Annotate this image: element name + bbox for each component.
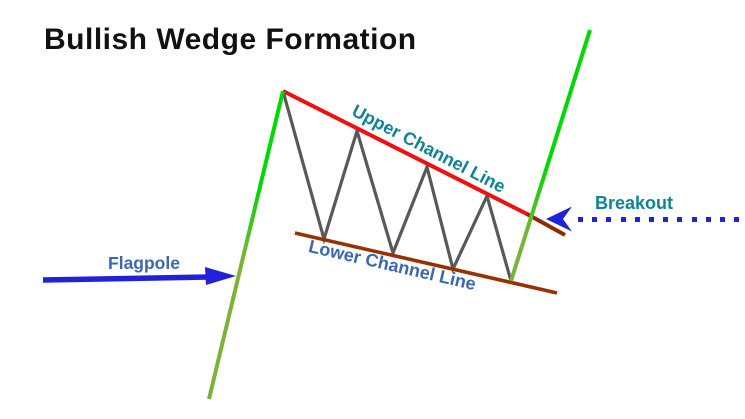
breakout-arrow-head-icon: [546, 206, 572, 232]
breakout-dot: [706, 217, 711, 222]
breakout-label: Breakout: [595, 193, 673, 213]
flagpole-arrow-head-icon: [205, 267, 236, 285]
breakout-dot: [720, 217, 725, 222]
breakout-dot: [677, 217, 682, 222]
breakout-dot: [734, 217, 739, 222]
lower-channel-line: [294, 231, 558, 295]
breakout-dot: [663, 217, 668, 222]
breakout-dot: [606, 217, 611, 222]
zigzag-price-line: [281, 90, 513, 282]
breakout-dot: [635, 217, 640, 222]
breakout-dot: [621, 217, 626, 222]
upper-channel-line: [282, 89, 534, 219]
breakout-line: [509, 29, 592, 282]
breakout-arrow-icon: [546, 206, 739, 232]
page-title: Bullish Wedge Formation: [44, 23, 417, 56]
flagpole-arrow-icon: [42, 267, 236, 285]
flagpole-arrow-shaft: [42, 274, 210, 283]
breakout-dot: [578, 217, 583, 222]
breakout-dot: [692, 217, 697, 222]
flagpole-line: [207, 90, 285, 400]
upper-channel-apex-extension: [526, 212, 566, 237]
flagpole-label: Flagpole: [108, 253, 180, 273]
breakout-dot: [592, 217, 597, 222]
breakout-dot: [649, 217, 654, 222]
